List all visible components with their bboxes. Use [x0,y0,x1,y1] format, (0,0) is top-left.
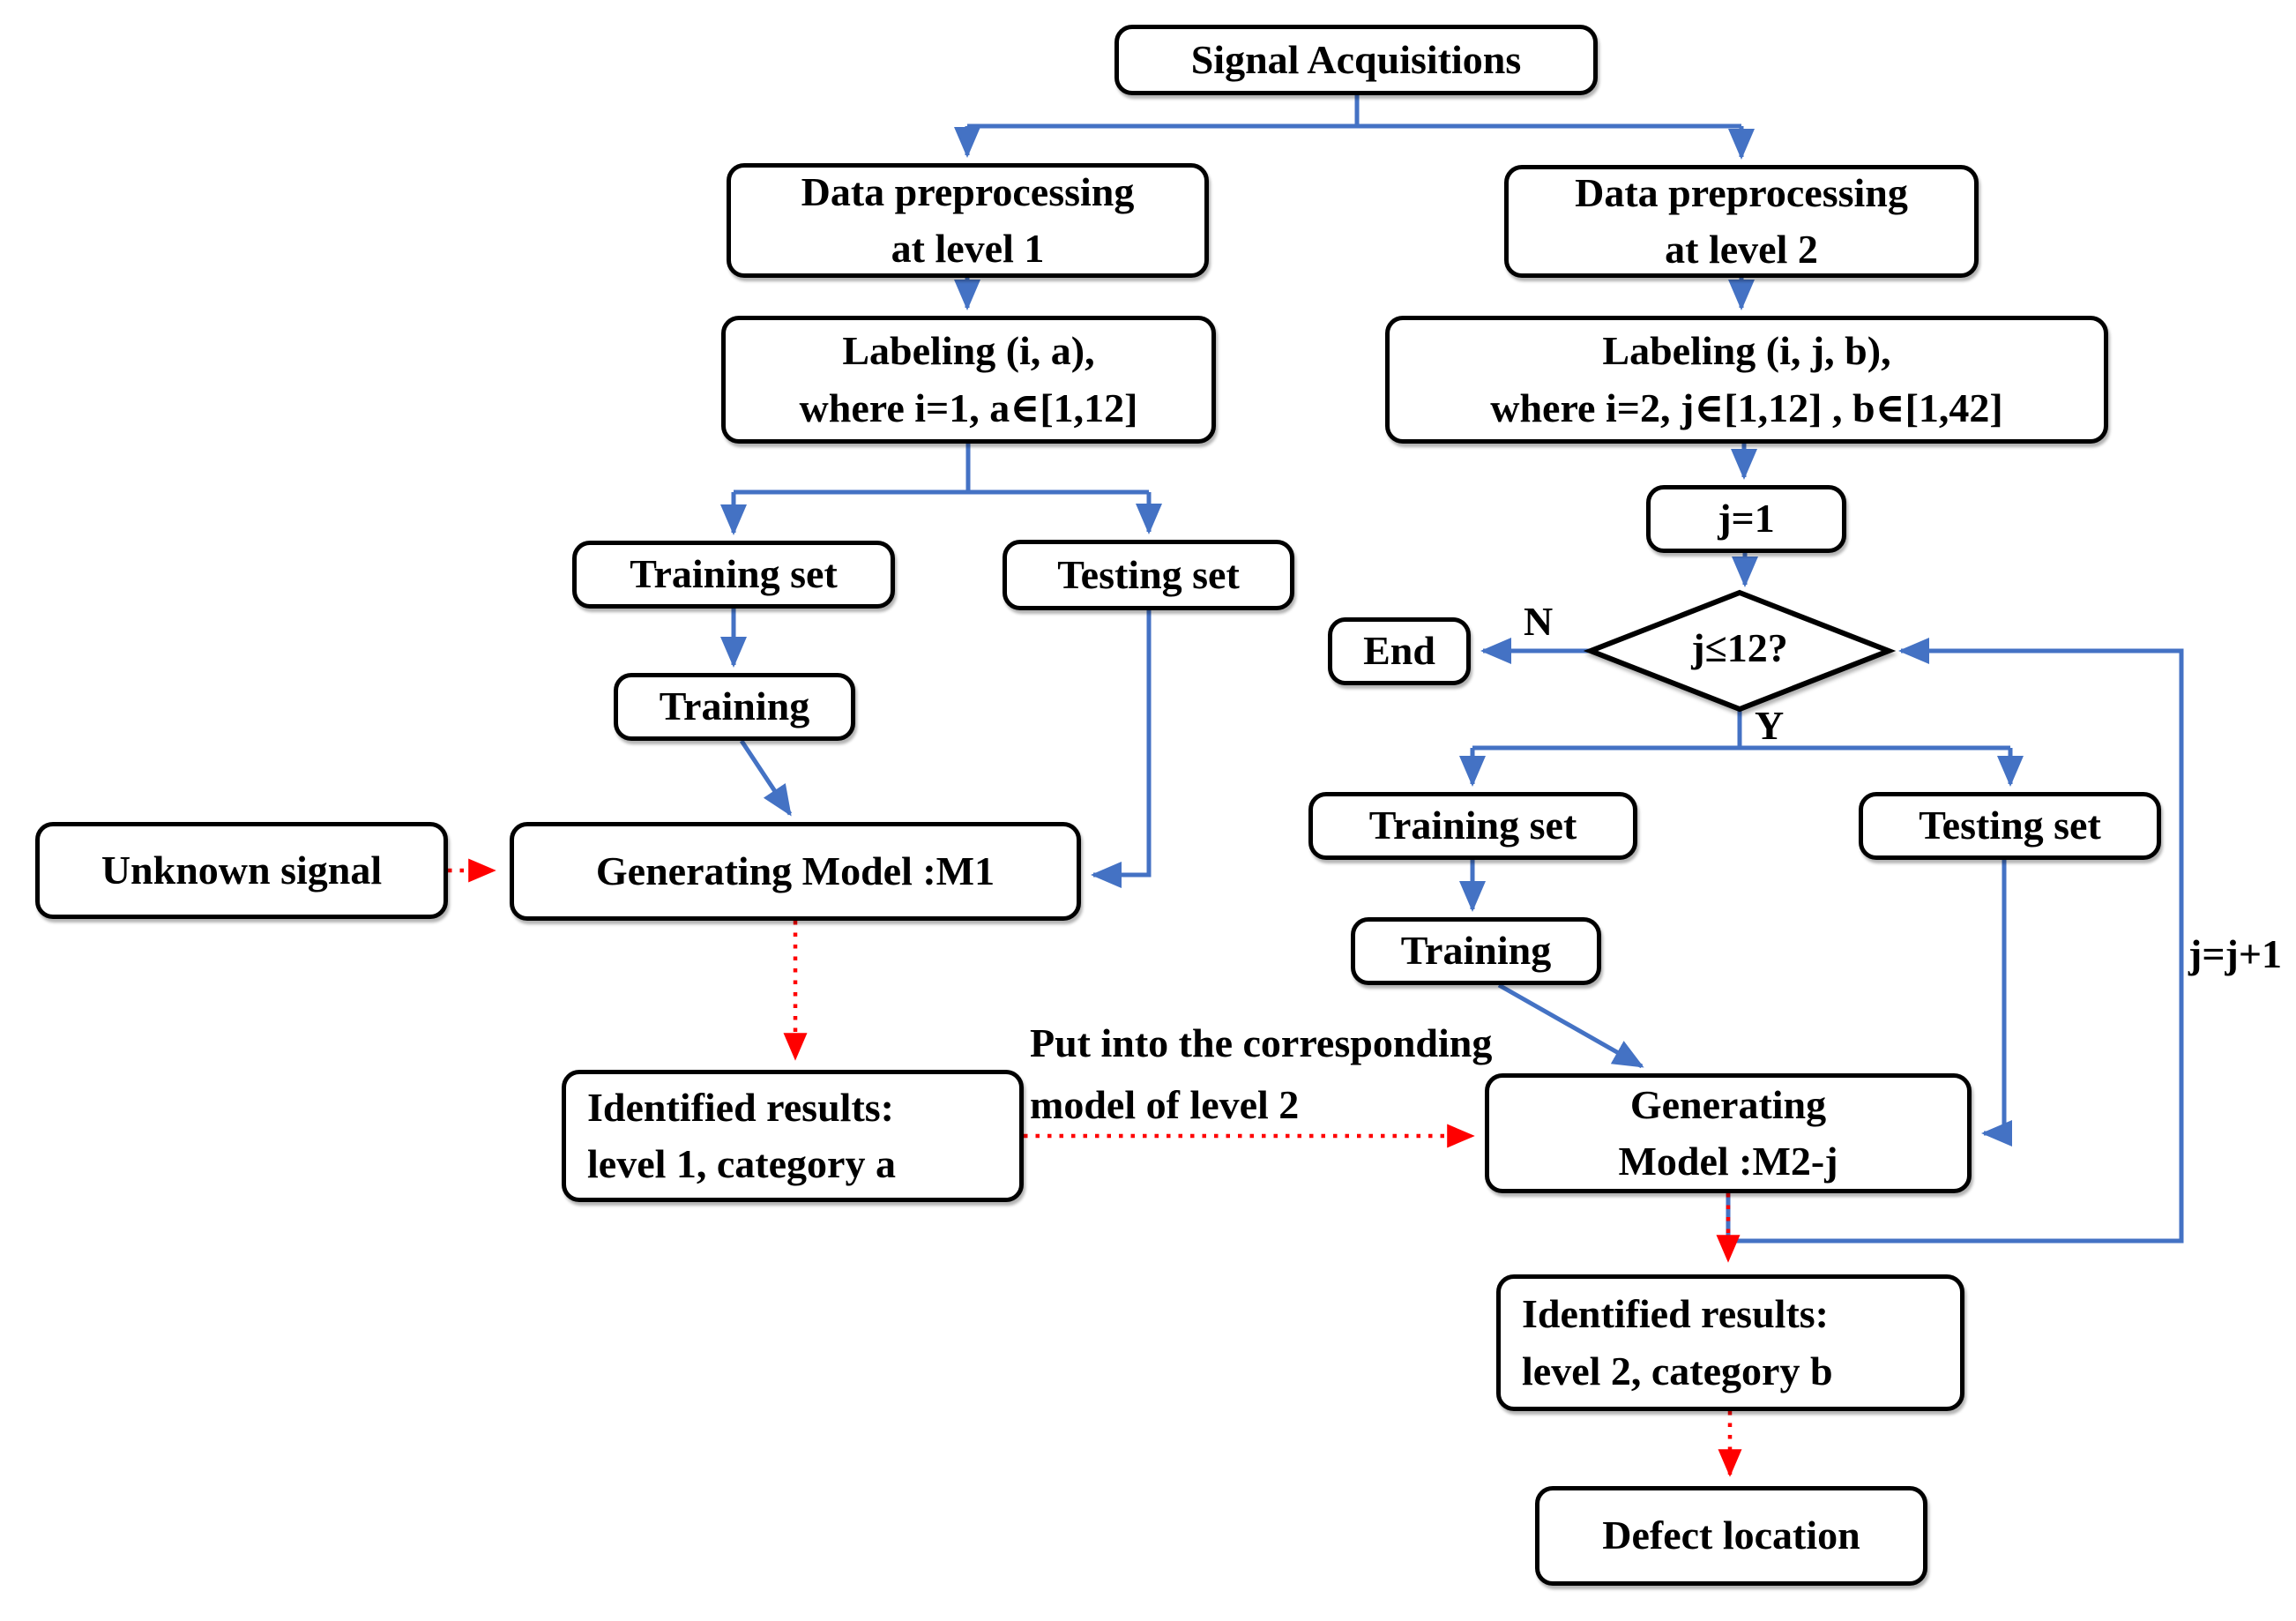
defect-location-label: Defect location [1602,1513,1860,1558]
labeling2-line2: where i=2, j∈[1,12] , b∈[1,42] [1490,385,2003,430]
node-unknown-signal: Unknown signal [35,822,448,919]
node-testing-set-level1: Testing set [1003,540,1294,610]
edge-testingset1-to-m1 [1091,610,1152,888]
model-m1-label: Generating Model :M1 [595,848,995,893]
node-j-init: j=1 [1646,485,1846,553]
node-training-level1: Training [614,673,855,741]
node-training-set-level1: Training set [572,541,895,609]
edge-training2-to-m2j [1497,982,1644,1069]
training1-label: Training [659,684,810,729]
node-training-set-level2: Training set [1308,792,1637,860]
put-into-label-line2: model of level 2 [1030,1082,1300,1127]
edge-training1-to-m1 [739,739,793,817]
end-label: End [1363,628,1435,674]
training-set2-label: Training set [1368,803,1577,848]
identified2-line2: level 2, category b [1522,1348,1833,1393]
put-into-label-line1: Put into the corresponding [1030,1020,1493,1065]
node-labeling-level2: Labeling (i, j, b), where i=2, j∈[1,12] … [1385,316,2108,444]
unknown-signal-label: Unknown signal [101,847,383,893]
j-init-label: j=1 [1718,496,1775,542]
node-testing-set-level2: Testing set [1859,792,2161,860]
node-end: End [1328,617,1471,685]
increment-label: j=j+1 [2188,931,2283,976]
preprocess2-line1: Data preprocessing [1575,169,1908,215]
decision-diamond-shape [1583,589,1897,713]
edge-testingset2-to-m2j [1981,860,2013,1147]
training2-label: Training [1400,928,1552,974]
decision-diamond-label: j≤12? [1691,625,1788,670]
labeling1-line1: Labeling (i, a), [842,328,1095,374]
node-labeling-level1: Labeling (i, a), where i=1, a∈[1,12] [721,316,1216,444]
identified1-line1: Identified results: [587,1084,894,1130]
node-generating-model-m2j: Generating Model :M2-j [1485,1073,1972,1193]
preprocess1-line2: at level 1 [891,226,1045,271]
preprocess1-line1: Data preprocessing [801,168,1135,214]
node-generating-model-m1: Generating Model :M1 [510,822,1081,921]
node-data-preprocessing-level2: Data preprocessing at level 2 [1504,165,1979,278]
node-identified-results-level1: Identified results: level 1, category a [562,1070,1024,1202]
node-identified-results-level2: Identified results: level 2, category b [1496,1274,1964,1411]
testing-set2-label: Testing set [1919,803,2101,848]
identified1-line2: level 1, category a [587,1141,896,1186]
labeling1-line2: where i=1, a∈[1,12] [799,385,1138,430]
model-m2j-line1: Generating [1629,1081,1827,1127]
preprocess2-line2: at level 2 [1665,227,1818,272]
testing-set1-label: Testing set [1057,551,1240,597]
node-training-level2: Training [1351,917,1601,985]
node-signal-acquisitions: Signal Acquisitions [1114,25,1598,95]
edge-increment-loop [1726,638,2184,1244]
training-set1-label: Training set [630,551,838,597]
condition-yes-label: Y [1755,703,1785,748]
node-defect-location: Defect location [1535,1486,1927,1586]
node-signal-acquisitions-label: Signal Acquisitions [1190,36,1522,82]
identified2-line1: Identified results: [1522,1291,1829,1337]
model-m2j-line2: Model :M2-j [1618,1139,1838,1184]
node-data-preprocessing-level1: Data preprocessing at level 1 [727,163,1209,278]
labeling2-line1: Labeling (i, j, b), [1602,328,1891,374]
condition-no-label: N [1524,599,1554,644]
